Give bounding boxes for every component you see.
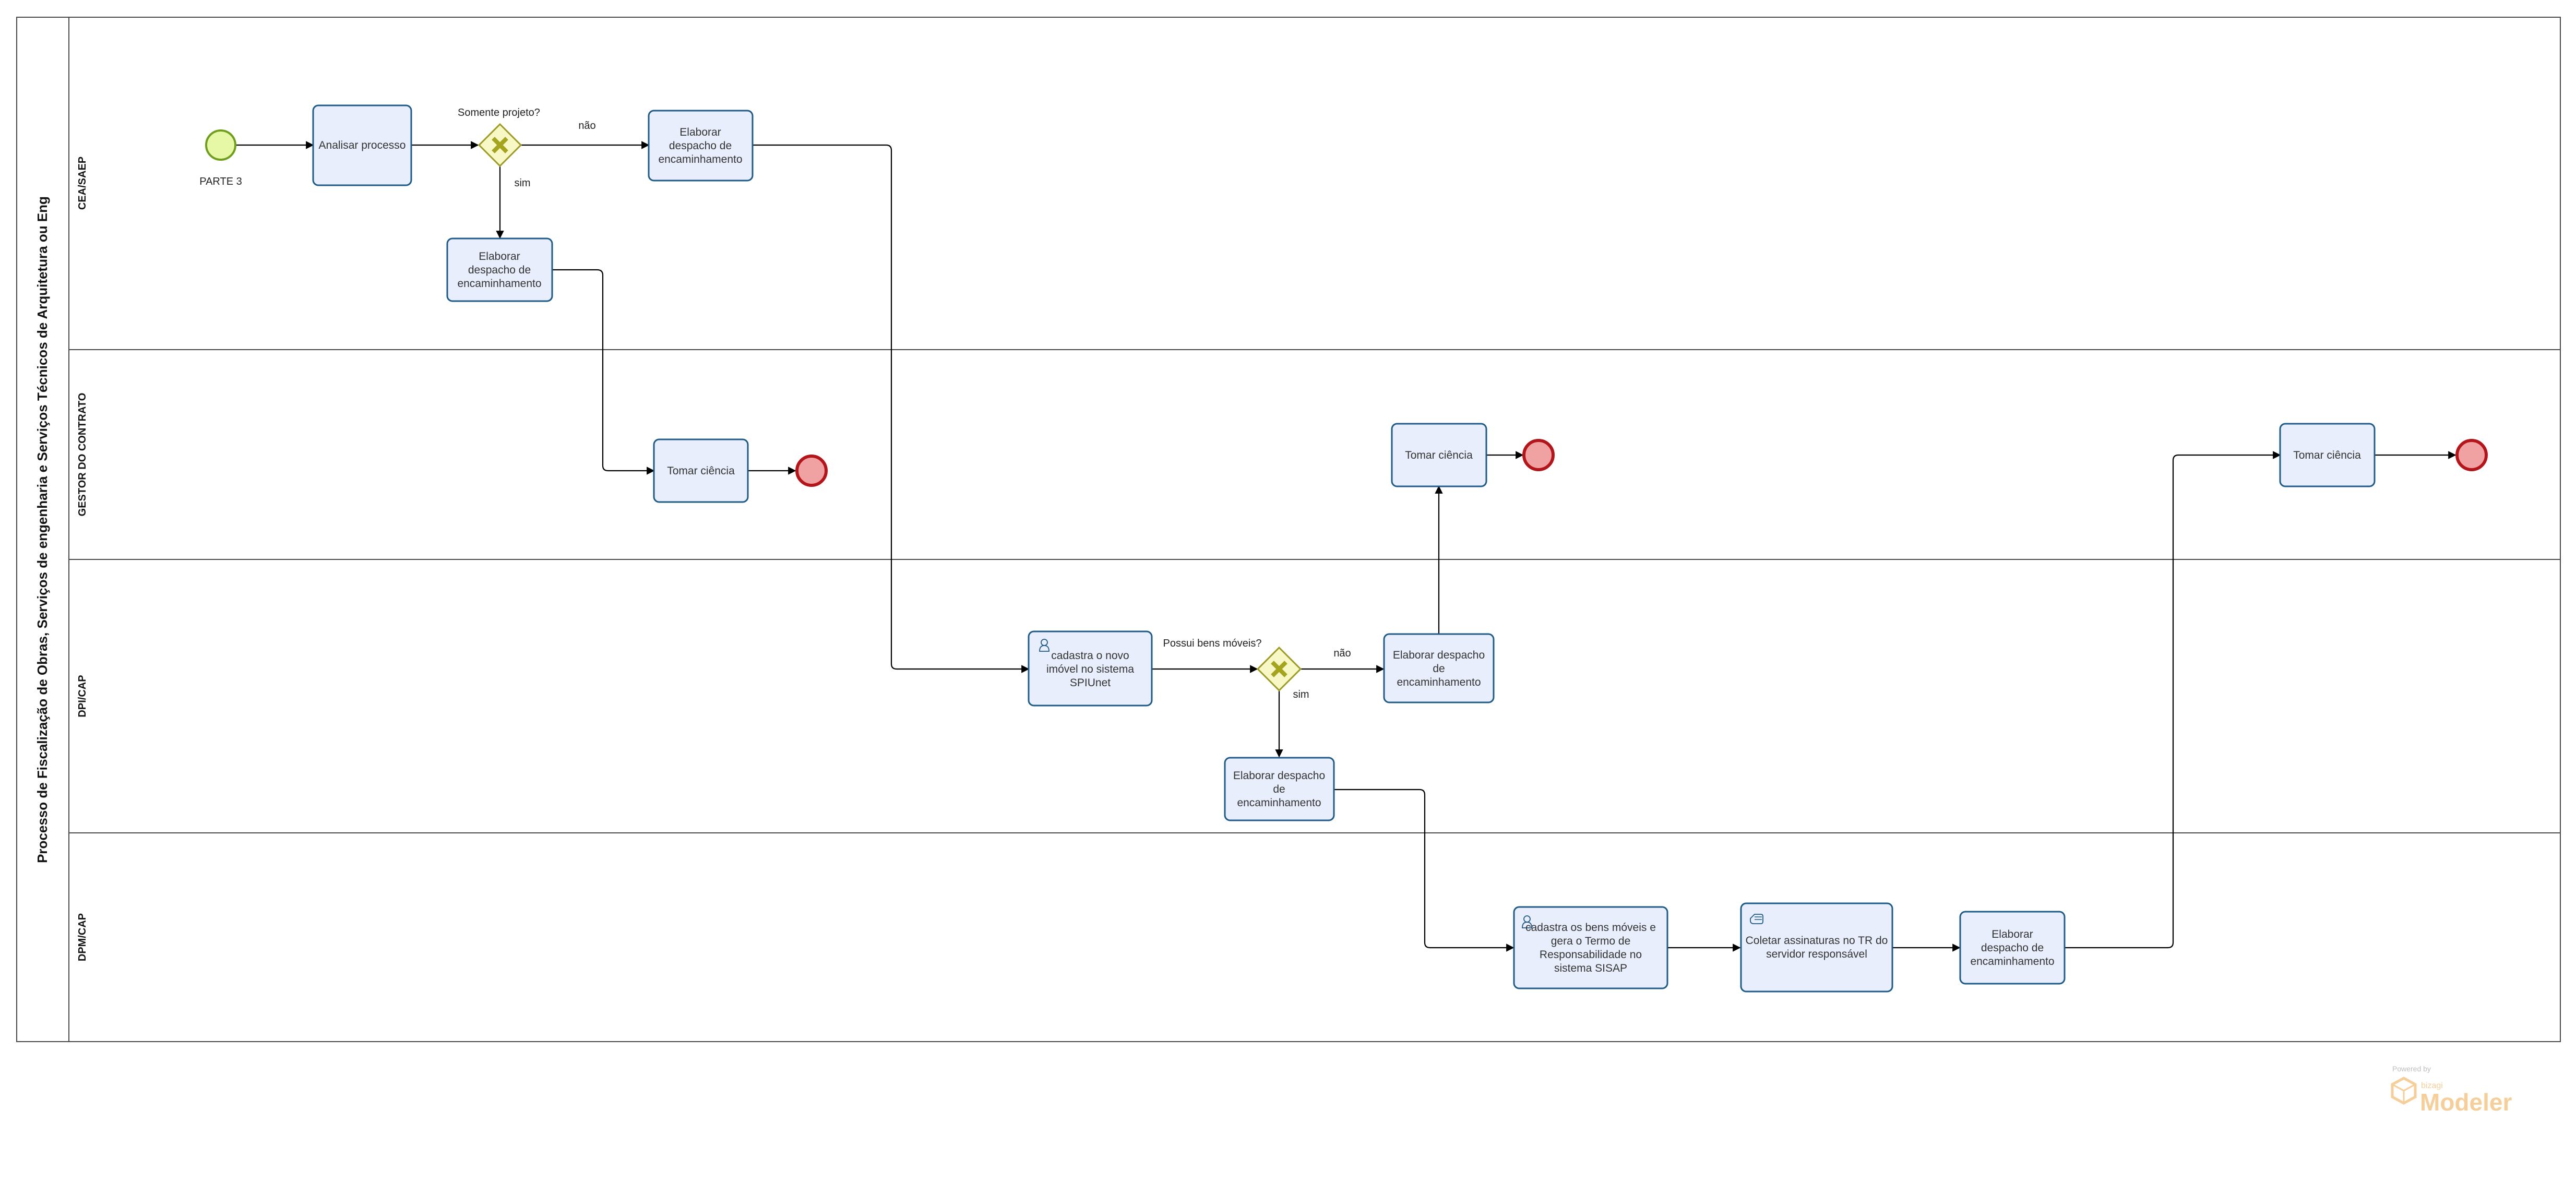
task-tomar-ciencia-2[interactable]: Tomar ciência <box>1391 423 1487 487</box>
bizagi-watermark: Powered by bizagi Modeler <box>2391 1065 2512 1116</box>
start-event-label: PARTE 3 <box>199 176 242 187</box>
gateway-somente-projeto[interactable]: Somente projeto? não sim <box>458 107 596 189</box>
watermark-product: Modeler <box>2420 1089 2512 1116</box>
user-task-icon <box>1522 915 1532 928</box>
task-label-line: despacho de <box>1981 942 2044 954</box>
gateway-possui-bens-nao-label: não <box>1333 648 1351 659</box>
lane-label-gestor-do-contrato: GESTOR DO CONTRATO <box>77 393 88 517</box>
watermark-powered-by: Powered by <box>2392 1065 2431 1073</box>
end-event-gestor-3[interactable] <box>2455 439 2488 471</box>
task-label-line: Analisar processo <box>319 139 406 151</box>
task-label-line: gera o Termo de <box>1551 935 1631 947</box>
sequence-flows <box>236 141 2456 952</box>
task-analisar-processo-label: Analisar processo <box>319 139 406 151</box>
end-event-gestor-1[interactable] <box>795 455 828 487</box>
gateway-possui-bens-moveis[interactable]: Possui bens móveis? não sim <box>1163 638 1351 700</box>
task-label-line: Responsabilidade no <box>1540 949 1642 961</box>
gateway-somente-projeto-question: Somente projeto? <box>458 107 540 118</box>
watermark-brand: bizagi <box>2421 1081 2443 1090</box>
task-label-line: encaminhamento <box>1237 797 1321 809</box>
lane-label-cea-saep: CEA/SAEP <box>77 157 88 210</box>
task-label-line: despacho de <box>468 264 531 276</box>
task-tomar-ciencia-3[interactable]: Tomar ciência <box>2279 423 2376 487</box>
lane-label-dpi-cap: DPI/CAP <box>77 675 88 717</box>
pool-title: Processo de Fiscalização de Obras, Servi… <box>34 196 50 863</box>
task-label-line: encaminhamento <box>1970 956 2054 968</box>
task-label-line: Elaborar despacho <box>1233 770 1325 782</box>
task-elaborar-despacho-cea-low-label: Elaborar despacho de encaminhamento <box>457 250 541 290</box>
manual-task-icon <box>1750 914 1763 924</box>
task-label-line: encaminhamento <box>1397 676 1481 688</box>
flow-dpi-low-to-cadastra-bens <box>1334 789 1514 952</box>
task-tomar-ciencia-2-label: Tomar ciência <box>1405 449 1473 461</box>
task-elaborar-despacho-dpm[interactable]: Elaborar despacho de encaminhamento <box>1959 911 2066 985</box>
task-tomar-ciencia-1[interactable]: Tomar ciência <box>653 438 749 503</box>
gateway-somente-projeto-nao-label: não <box>578 120 595 132</box>
bizagi-logo-icon <box>2391 1077 2417 1105</box>
task-elaborar-despacho-cea-low[interactable]: Elaborar despacho de encaminhamento <box>446 237 553 302</box>
task-elaborar-despacho-dpm-label: Elaborar despacho de encaminhamento <box>1970 928 2054 968</box>
task-label-line: Elaborar <box>1991 928 2033 940</box>
task-label-line: SPIUnet <box>1070 677 1111 689</box>
task-tomar-ciencia-3-label: Tomar ciência <box>2293 449 2361 461</box>
task-label-line: Tomar ciência <box>1405 449 1473 461</box>
task-analisar-processo[interactable]: Analisar processo <box>312 104 412 186</box>
task-label-line: de <box>1273 783 1285 795</box>
gateway-possui-bens-question: Possui bens móveis? <box>1163 638 1262 649</box>
task-label-line: Elaborar despacho <box>1393 649 1485 661</box>
gateway-somente-projeto-sim-label: sim <box>514 177 530 189</box>
gateway-possui-bens-sim-label: sim <box>1293 689 1309 700</box>
task-tomar-ciencia-1-label: Tomar ciência <box>667 465 735 477</box>
flow-cea-low-to-tomar1 <box>552 269 655 475</box>
task-label-line: servidor responsável <box>1766 948 1867 960</box>
flow-cea-top-to-cadastra <box>753 144 1030 673</box>
task-label-line: de <box>1433 663 1445 675</box>
task-label-line: Elaborar <box>479 250 520 262</box>
task-label-line: Tomar ciência <box>2293 449 2361 461</box>
task-label-line: Elaborar <box>679 126 721 138</box>
lane-label-dpm-cap: DPM/CAP <box>77 913 88 961</box>
task-label-line: imóvel no sistema <box>1046 663 1134 675</box>
user-task-icon <box>1039 639 1050 652</box>
task-label-line: despacho de <box>669 140 732 152</box>
start-event[interactable]: PARTE 3 <box>199 129 242 187</box>
task-label-line: Coletar assinaturas no TR do <box>1746 935 1888 947</box>
task-label-line: Tomar ciência <box>667 465 735 477</box>
task-label-line: cadastra os bens móveis e <box>1525 922 1656 934</box>
task-label-line: encaminhamento <box>457 278 541 290</box>
task-label-line: cadastra o novo <box>1051 650 1129 662</box>
end-event-gestor-2[interactable] <box>1522 439 1555 471</box>
flow-elab-dpm-to-tomar3 <box>2065 451 2281 949</box>
task-label-line: encaminhamento <box>658 153 742 165</box>
task-label-line: sistema SISAP <box>1554 962 1627 974</box>
pool: Processo de Fiscalização de Obras, Servi… <box>16 17 2561 1042</box>
